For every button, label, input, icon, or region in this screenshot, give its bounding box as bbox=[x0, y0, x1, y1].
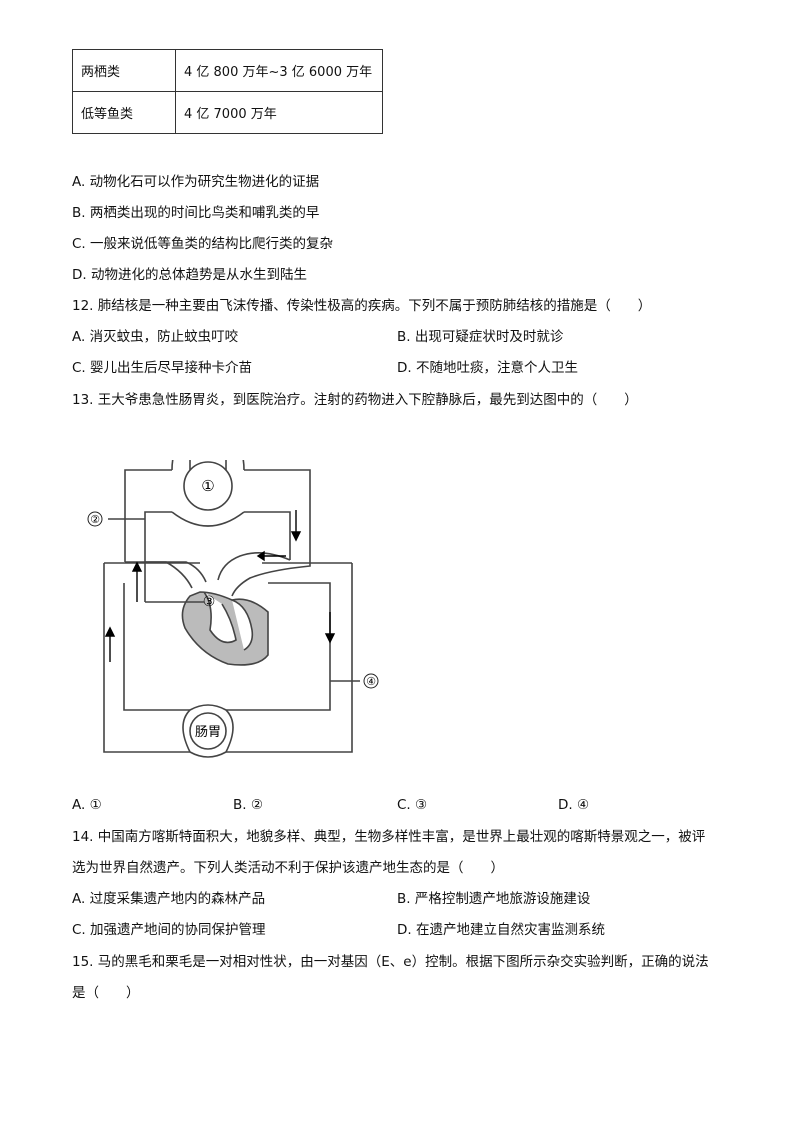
diagram-label-1: ① bbox=[201, 477, 214, 495]
q13-option-d: D. ④ bbox=[558, 797, 590, 813]
q11-option-d: D. 动物进化的总体趋势是从水生到陆生 bbox=[72, 267, 307, 283]
q15-stem-line2: 是（ ） bbox=[72, 985, 140, 1001]
q14-option-a: A. 过度采集遗产地内的森林产品 bbox=[72, 891, 266, 907]
q14-option-d: D. 在遗产地建立自然灾害监测系统 bbox=[397, 922, 605, 938]
q12-option-b: B. 出现可疑症状时及时就诊 bbox=[397, 329, 564, 345]
q11-option-a: A. 动物化石可以作为研究生物进化的证据 bbox=[72, 174, 320, 190]
table-cell-group: 低等鱼类 bbox=[72, 91, 176, 134]
q13-stem: 13. 王大爷患急性肠胃炎，到医院治疗。注射的药物进入下腔静脉后，最先到达图中的… bbox=[72, 392, 638, 408]
q11-option-c: C. 一般来说低等鱼类的结构比爬行类的复杂 bbox=[72, 236, 334, 252]
q14-stem-line1: 14. 中国南方喀斯特面积大，地貌多样、典型，生物多样性丰富，是世界上最壮观的喀… bbox=[72, 829, 706, 845]
table-cell-time: 4 亿 7000 万年 bbox=[175, 91, 383, 134]
diagram-label-2: ② bbox=[90, 513, 100, 526]
q13-option-b: B. ② bbox=[233, 797, 263, 813]
q12-stem: 12. 肺结核是一种主要由飞沫传播、传染性极高的疾病。下列不属于预防肺结核的措施… bbox=[72, 298, 652, 314]
q13-option-c: C. ③ bbox=[397, 797, 428, 813]
era-table: 两栖类 4 亿 800 万年~3 亿 6000 万年 低等鱼类 4 亿 7000… bbox=[72, 49, 383, 134]
q14-stem-line2: 选为世界自然遗产。下列人类活动不利于保护该遗产地生态的是（ ） bbox=[72, 860, 504, 876]
diagram-organ-label: 肠胃 bbox=[195, 725, 221, 740]
q12-option-c: C. 婴儿出生后尽早接种卡介苗 bbox=[72, 360, 253, 376]
table-row: 两栖类 4 亿 800 万年~3 亿 6000 万年 bbox=[72, 49, 383, 92]
diagram-label-3: ③ bbox=[203, 594, 216, 610]
table-row: 低等鱼类 4 亿 7000 万年 bbox=[72, 91, 383, 134]
q12-option-a: A. 消灭蚊虫，防止蚊虫叮咬 bbox=[72, 329, 239, 345]
q12-option-d: D. 不随地吐痰，注意个人卫生 bbox=[397, 360, 578, 376]
table-cell-time: 4 亿 800 万年~3 亿 6000 万年 bbox=[175, 49, 383, 92]
q13-option-a: A. ① bbox=[72, 797, 102, 813]
q14-option-b: B. 严格控制遗产地旅游设施建设 bbox=[397, 891, 591, 907]
q14-option-c: C. 加强遗产地间的协同保护管理 bbox=[72, 922, 266, 938]
circulation-diagram: ② ① ③ ④ 肠胃 bbox=[87, 460, 379, 758]
q15-stem-line1: 15. 马的黑毛和栗毛是一对相对性状，由一对基因（E、e）控制。根据下图所示杂交… bbox=[72, 954, 709, 970]
q11-option-b: B. 两栖类出现的时间比鸟类和哺乳类的早 bbox=[72, 205, 320, 221]
table-cell-group: 两栖类 bbox=[72, 49, 176, 92]
diagram-label-4: ④ bbox=[366, 675, 376, 688]
